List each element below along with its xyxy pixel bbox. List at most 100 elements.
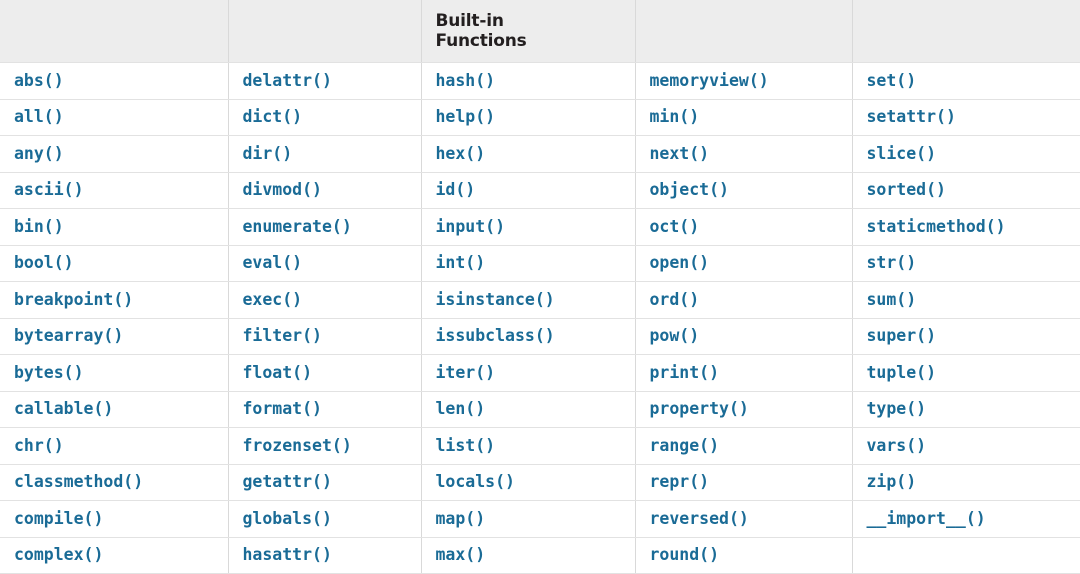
function-cell[interactable]: set() xyxy=(852,62,1080,100)
function-cell[interactable]: abs() xyxy=(0,62,229,100)
function-cell[interactable]: classmethod() xyxy=(0,464,229,501)
function-cell[interactable]: max() xyxy=(421,537,636,574)
function-name: complex() xyxy=(14,545,104,565)
function-name: property() xyxy=(649,399,749,419)
empty-cell xyxy=(852,537,1080,574)
function-cell[interactable]: eval() xyxy=(228,245,422,282)
function-name: max() xyxy=(435,545,486,565)
function-cell[interactable]: len() xyxy=(421,391,636,428)
function-name: getattr() xyxy=(242,472,332,492)
function-name: breakpoint() xyxy=(14,289,134,309)
function-cell[interactable]: pow() xyxy=(635,318,853,355)
function-cell[interactable]: staticmethod() xyxy=(852,208,1080,246)
function-cell[interactable]: getattr() xyxy=(228,464,422,501)
function-cell[interactable]: map() xyxy=(421,500,636,538)
function-cell[interactable]: exec() xyxy=(228,281,422,319)
function-cell[interactable]: memoryview() xyxy=(635,62,853,100)
function-cell[interactable]: bin() xyxy=(0,208,229,246)
function-cell[interactable]: float() xyxy=(228,354,422,392)
function-name: map() xyxy=(435,508,486,528)
function-name: hex() xyxy=(435,143,486,163)
function-name: setattr() xyxy=(866,107,956,127)
function-cell[interactable]: bytes() xyxy=(0,354,229,392)
function-cell[interactable]: frozenset() xyxy=(228,427,422,465)
function-cell[interactable]: compile() xyxy=(0,500,229,538)
function-cell[interactable]: issubclass() xyxy=(421,318,636,355)
function-cell[interactable]: type() xyxy=(852,391,1080,428)
function-name: all() xyxy=(14,107,64,127)
function-cell[interactable]: format() xyxy=(228,391,422,428)
function-cell[interactable]: setattr() xyxy=(852,99,1080,136)
function-cell[interactable]: repr() xyxy=(635,464,853,501)
function-cell[interactable]: dir() xyxy=(228,135,422,173)
function-cell[interactable]: oct() xyxy=(635,208,853,246)
function-cell[interactable]: hasattr() xyxy=(228,537,422,574)
function-cell[interactable]: ascii() xyxy=(0,172,229,209)
table-row: breakpoint() exec()isinstance()ord() sum() xyxy=(0,281,1080,319)
function-cell[interactable]: dict() xyxy=(228,99,422,136)
function-cell[interactable]: open() xyxy=(635,245,853,282)
function-cell[interactable]: breakpoint() xyxy=(0,281,229,319)
function-name: super() xyxy=(866,326,937,346)
function-name: sum() xyxy=(866,289,917,309)
function-cell[interactable]: super() xyxy=(852,318,1080,355)
function-cell[interactable]: print() xyxy=(635,354,853,392)
function-cell[interactable]: list() xyxy=(421,427,636,465)
function-cell[interactable]: str() xyxy=(852,245,1080,282)
function-cell[interactable]: delattr() xyxy=(228,62,422,100)
function-cell[interactable]: int() xyxy=(421,245,636,282)
function-cell[interactable]: zip() xyxy=(852,464,1080,501)
function-cell[interactable]: input() xyxy=(421,208,636,246)
function-cell[interactable]: range() xyxy=(635,427,853,465)
table-row: ascii() divmod() id() object() sorted() xyxy=(0,172,1080,209)
function-cell[interactable]: slice() xyxy=(852,135,1080,173)
function-cell[interactable]: help() xyxy=(421,99,636,136)
function-cell[interactable]: next() xyxy=(635,135,853,173)
function-cell[interactable]: property() xyxy=(635,391,853,428)
function-cell[interactable]: any() xyxy=(0,135,229,173)
function-cell[interactable]: sorted() xyxy=(852,172,1080,209)
function-name: divmod() xyxy=(242,180,322,200)
function-name: print() xyxy=(649,362,720,382)
function-name: globals() xyxy=(242,508,332,528)
function-cell[interactable]: __import__() xyxy=(852,500,1080,538)
function-name: float() xyxy=(242,362,313,382)
function-name: compile() xyxy=(14,508,104,528)
function-cell[interactable]: hash() xyxy=(421,62,636,100)
function-name: str() xyxy=(866,253,917,273)
function-cell[interactable]: locals() xyxy=(421,464,636,501)
table-row: bool()eval() int() open() str() xyxy=(0,245,1080,282)
function-cell[interactable]: bool() xyxy=(0,245,229,282)
table-title-line-1: Built-in xyxy=(435,11,504,31)
function-cell[interactable]: object() xyxy=(635,172,853,209)
table-row: callable()format()len() property() type() xyxy=(0,391,1080,428)
function-cell[interactable]: hex() xyxy=(421,135,636,173)
function-cell[interactable]: chr() xyxy=(0,427,229,465)
function-cell[interactable]: iter() xyxy=(421,354,636,392)
table-row: bytes() float() iter() print() tuple() xyxy=(0,354,1080,392)
function-cell[interactable]: bytearray() xyxy=(0,318,229,355)
header-row: Built-in Functions xyxy=(0,0,1080,63)
function-cell[interactable]: vars() xyxy=(852,427,1080,465)
function-cell[interactable]: enumerate() xyxy=(228,208,422,246)
function-cell[interactable]: divmod() xyxy=(228,172,422,209)
function-cell[interactable]: ord() xyxy=(635,281,853,319)
function-cell[interactable]: all() xyxy=(0,99,229,136)
function-cell[interactable]: isinstance() xyxy=(421,281,636,319)
function-name: int() xyxy=(435,253,486,273)
function-name: sorted() xyxy=(866,180,946,200)
function-cell[interactable]: id() xyxy=(421,172,636,209)
function-cell[interactable]: filter() xyxy=(228,318,422,355)
function-cell[interactable]: globals() xyxy=(228,500,422,538)
function-cell[interactable]: tuple() xyxy=(852,354,1080,392)
function-cell[interactable]: reversed() xyxy=(635,500,853,538)
function-cell[interactable]: callable() xyxy=(0,391,229,428)
function-name: id() xyxy=(435,180,476,200)
function-cell[interactable]: round() xyxy=(635,537,853,574)
function-cell[interactable]: complex() xyxy=(0,537,229,574)
table-body: abs()delattr()hash()memoryview()set() all… xyxy=(0,62,1080,574)
table-row: abs()delattr()hash()memoryview()set() xyxy=(0,62,1080,100)
function-name: tuple() xyxy=(866,362,937,382)
function-cell[interactable]: sum() xyxy=(852,281,1080,319)
function-cell[interactable]: min() xyxy=(635,99,853,136)
